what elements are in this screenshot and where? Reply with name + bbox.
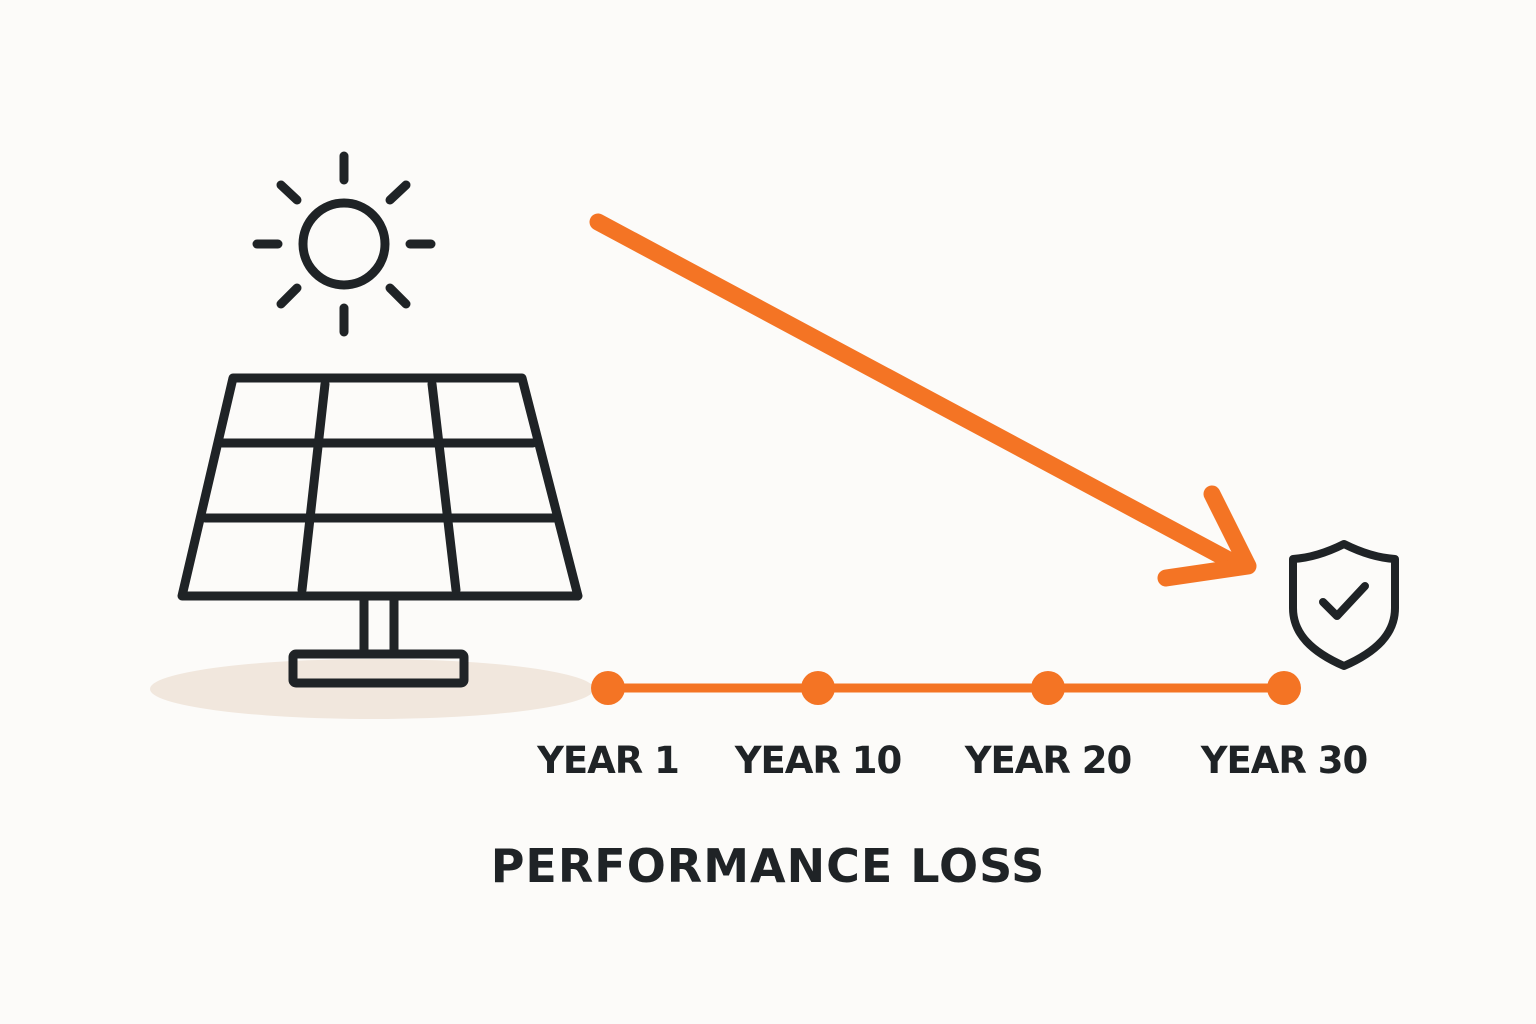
solar-panel-icon: [177, 373, 583, 688]
down-trend-arrow-icon: [589, 213, 1257, 587]
timeline-label-year-10: YEAR 10: [734, 739, 903, 782]
timeline-label-year-30: YEAR 30: [1200, 739, 1369, 782]
timeline-marker-year-30: [1267, 671, 1301, 705]
timeline-label-year-1: YEAR 1: [537, 739, 680, 782]
timeline-marker-year-20: [1031, 671, 1065, 705]
shield-check-icon: [1289, 540, 1399, 670]
timeline-marker-year-1: [591, 671, 625, 705]
timeline-label-year-20: YEAR 20: [964, 739, 1133, 782]
caption: PERFORMANCE LOSS: [490, 839, 1046, 893]
timeline-marker-year-10: [801, 671, 835, 705]
timeline: [591, 671, 1301, 705]
ground-shadow: [150, 659, 594, 719]
sun-icon: [252, 151, 436, 337]
